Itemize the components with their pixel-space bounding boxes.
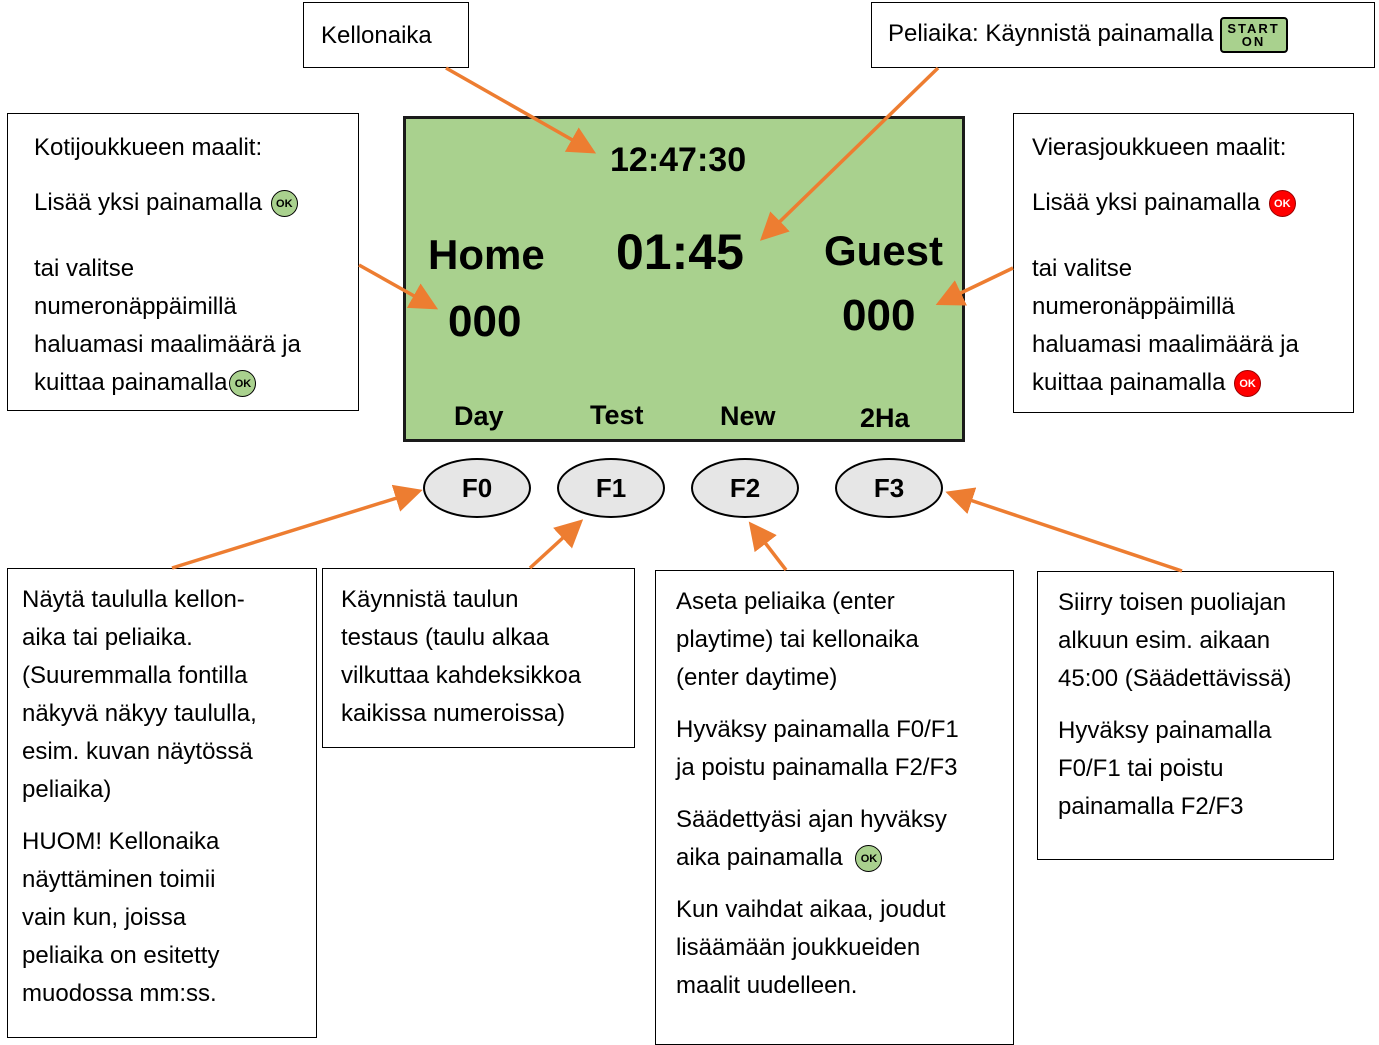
start-button-bottom-text: ON bbox=[1241, 33, 1266, 49]
callout-peliaika-label: Peliaika: Käynnistä painamalla bbox=[888, 20, 1214, 47]
home-goals-add-text: Lisää yksi painamalla bbox=[34, 189, 263, 216]
f2-line: ja poistu painamalla F2/F3 bbox=[676, 754, 958, 781]
home-goals-confirm-text: kuittaa painamalla bbox=[34, 369, 228, 396]
arrow-f0 bbox=[171, 484, 423, 570]
home-goals-line: tai valitse bbox=[34, 255, 135, 282]
f3-accept: Hyväksy painamalla F0/F1 tai poistu pain… bbox=[1058, 712, 1333, 826]
callout-kellonaika: Kellonaika bbox=[303, 2, 469, 68]
guest-goals-confirm: kuittaa painamalla OK bbox=[1032, 364, 1262, 402]
softkey-label-2ha: 2Ha bbox=[860, 403, 910, 433]
callout-guest-goals: Vierasjoukkueen maalit: Lisää yksi paina… bbox=[1013, 113, 1354, 413]
f2-line: Hyväksy painamalla F0/F1 bbox=[676, 716, 959, 743]
home-goals-title: Kotijoukkueen maalit: bbox=[34, 134, 263, 161]
softkey-label-day: Day bbox=[454, 401, 504, 431]
play-time: 01:45 bbox=[616, 224, 744, 280]
f0-line: näkyvä näkyy taululla, bbox=[22, 700, 257, 727]
f2-note: Kun vaihdat aikaa, joudut lisäämään jouk… bbox=[676, 891, 1013, 1005]
f2-line: Kun vaihdat aikaa, joudut bbox=[676, 896, 946, 923]
arrow-f2 bbox=[748, 521, 788, 572]
f2-line: maalit uudelleen. bbox=[676, 972, 858, 999]
home-label: Home bbox=[428, 231, 545, 278]
arrow-f1 bbox=[528, 519, 584, 570]
home-goals-line: numeronäppäimillä bbox=[34, 293, 237, 320]
arrow-f3 bbox=[945, 487, 1183, 573]
guest-label: Guest bbox=[824, 227, 944, 274]
f2-line: (enter daytime) bbox=[676, 664, 838, 691]
f0-note-line: muodossa mm:ss. bbox=[22, 980, 217, 1007]
f3-line: Hyväksy painamalla bbox=[1058, 717, 1272, 744]
f0-note-line: vain kun, joissa bbox=[22, 904, 187, 931]
arrow-kellonaika bbox=[445, 66, 597, 154]
f2-line: playtime) tai kellonaika bbox=[676, 626, 919, 653]
ok-red-icon: OK bbox=[1234, 370, 1262, 398]
f1-key[interactable]: F1 bbox=[557, 458, 665, 518]
ok-green-icon: OK bbox=[855, 845, 883, 873]
f1-line: Käynnistä taulun bbox=[341, 586, 519, 613]
ok-red-icon: OK bbox=[1268, 190, 1296, 218]
f0-line: (Suuremmalla fontilla bbox=[22, 662, 248, 689]
f0-note-line: näyttäminen toimii bbox=[22, 866, 216, 893]
arrow-home bbox=[358, 263, 439, 310]
callout-f3: Siirry toisen puoliajan alkuun esim. aik… bbox=[1037, 571, 1334, 860]
guest-goals-add-text: Lisää yksi painamalla bbox=[1032, 189, 1261, 216]
guest-goals-add: Lisää yksi painamalla OK bbox=[1032, 184, 1296, 222]
f2-line: lisäämään joukkueiden bbox=[676, 934, 921, 961]
f3-key[interactable]: F3 bbox=[835, 458, 943, 518]
f1-line: vilkuttaa kahdeksikkoa bbox=[341, 662, 582, 689]
f0-line: aika tai peliaika. bbox=[22, 624, 193, 651]
f2-accept: Hyväksy painamalla F0/F1 ja poistu paina… bbox=[676, 711, 1013, 787]
f2-line: Aseta peliaika (enter bbox=[676, 588, 895, 615]
f2-line: Säädettyäsi ajan hyväksy bbox=[676, 806, 947, 833]
guest-goals-line: numeronäppäimillä bbox=[1032, 293, 1235, 320]
guest-score: 000 bbox=[842, 291, 916, 340]
callout-f2: Aseta peliaika (enter playtime) tai kell… bbox=[655, 570, 1014, 1045]
arrow-guest bbox=[935, 266, 1014, 306]
scoreboard-display: 12:47:30 Home 01:45 Guest 000 000 Day Te… bbox=[403, 116, 965, 442]
f0-note: HUOM! Kellonaika näyttäminen toimii vain… bbox=[22, 823, 316, 1013]
f3-line: 45:00 (Säädettävissä) bbox=[1058, 665, 1292, 692]
f0-description: Näytä taululla kellon- aika tai peliaika… bbox=[22, 581, 316, 809]
f0-key[interactable]: F0 bbox=[423, 458, 531, 518]
f0-line: peliaika) bbox=[22, 776, 112, 803]
guest-goals-line: haluamasi maalimäärä ja bbox=[1032, 331, 1299, 358]
f2-key[interactable]: F2 bbox=[691, 458, 799, 518]
f0-note-line: HUOM! Kellonaika bbox=[22, 828, 220, 855]
softkey-label-new: New bbox=[720, 401, 776, 431]
start-button-top-text: START bbox=[1227, 20, 1280, 36]
f3-description: Siirry toisen puoliajan alkuun esim. aik… bbox=[1058, 584, 1333, 698]
home-goals-line: haluamasi maalimäärä ja bbox=[34, 331, 301, 358]
f2-description: Aseta peliaika (enter playtime) tai kell… bbox=[676, 583, 1013, 697]
f1-description: Käynnistä taulun testaus (taulu alkaa vi… bbox=[341, 581, 634, 733]
f2-line: aika painamalla bbox=[676, 844, 843, 871]
home-score: 000 bbox=[448, 297, 522, 346]
guest-goals-confirm-text: kuittaa painamalla bbox=[1032, 369, 1226, 396]
f2-adjust: Säädettyäsi ajan hyväksy aika painamalla… bbox=[676, 801, 1013, 877]
f3-line: painamalla F2/F3 bbox=[1058, 793, 1244, 820]
f3-line: alkuun esim. aikaan bbox=[1058, 627, 1271, 654]
guest-goals-line: tai valitse bbox=[1032, 255, 1133, 282]
home-goals-add: Lisää yksi painamalla OK bbox=[34, 184, 298, 222]
f0-line: Näytä taululla kellon- bbox=[22, 586, 245, 613]
ok-green-icon: OK bbox=[270, 190, 298, 218]
f1-line: testaus (taulu alkaa bbox=[341, 624, 550, 651]
clock-time: 12:47:30 bbox=[610, 141, 747, 179]
ok-green-icon: OK bbox=[229, 370, 257, 398]
callout-f1: Käynnistä taulun testaus (taulu alkaa vi… bbox=[322, 568, 635, 748]
f3-line: F0/F1 tai poistu bbox=[1058, 755, 1224, 782]
f0-note-line: peliaika on esitetty bbox=[22, 942, 220, 969]
f1-line: kaikissa numeroissa) bbox=[341, 700, 566, 727]
callout-kellonaika-text: Kellonaika bbox=[321, 22, 432, 49]
arrow-peliaika bbox=[759, 66, 940, 241]
softkey-label-test: Test bbox=[590, 400, 644, 430]
f0-line: esim. kuvan näytössä bbox=[22, 738, 253, 765]
guest-goals-title: Vierasjoukkueen maalit: bbox=[1032, 134, 1287, 161]
f3-line: Siirry toisen puoliajan bbox=[1058, 589, 1287, 616]
callout-f0: Näytä taululla kellon- aika tai peliaika… bbox=[7, 568, 317, 1038]
callout-home-goals: Kotijoukkueen maalit: Lisää yksi painama… bbox=[7, 113, 359, 411]
